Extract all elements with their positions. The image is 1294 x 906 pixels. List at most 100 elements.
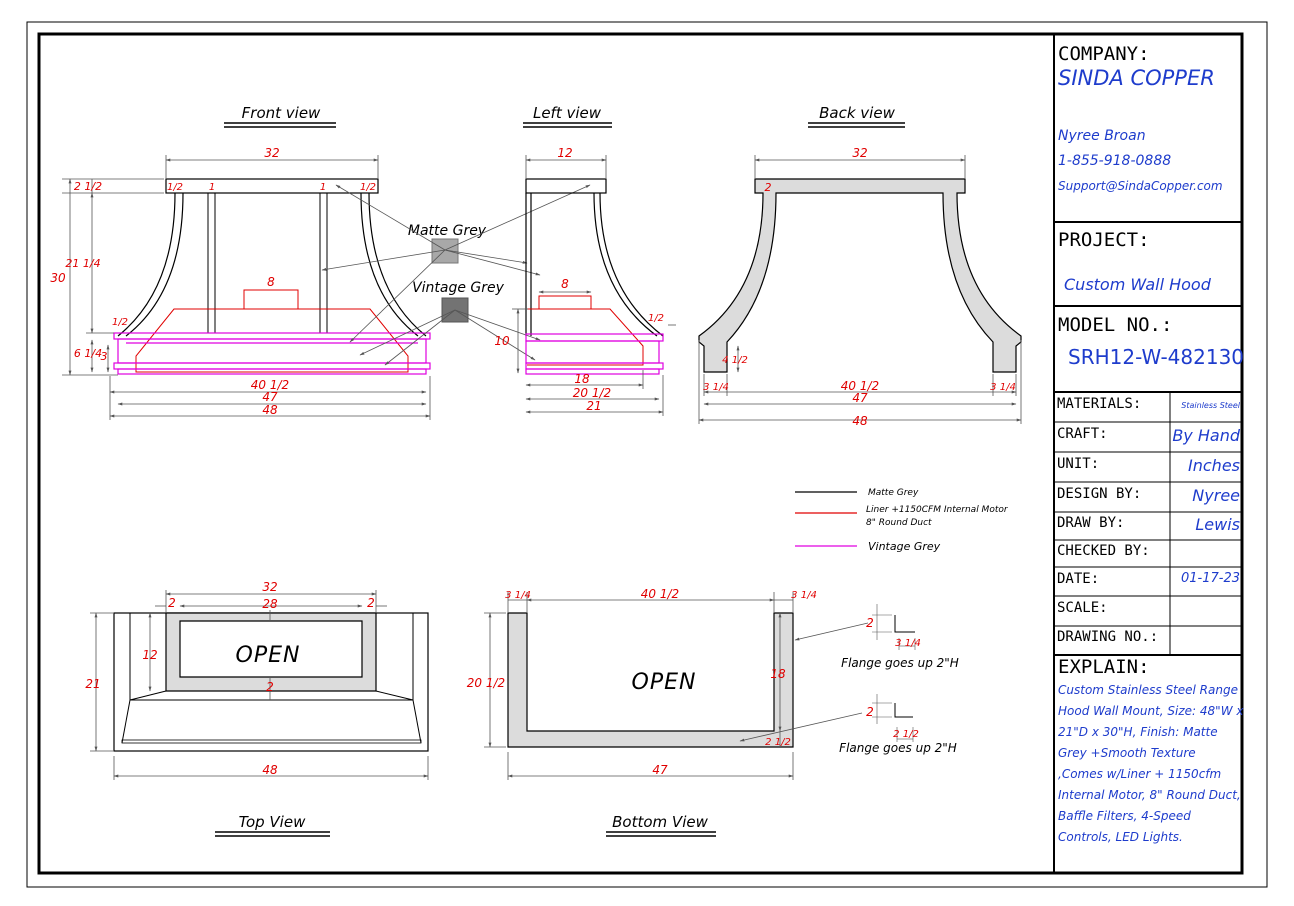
front-view: Front view: [50, 104, 431, 420]
project-label: PROJECT:: [1058, 229, 1150, 251]
svg-text:3 1/4: 3 1/4: [990, 382, 1016, 393]
line-legend: Matte Grey Liner +1150CFM Internal Motor…: [795, 488, 1009, 553]
title-block-grid: [1054, 221, 1242, 656]
svg-text:3 1/4: 3 1/4: [703, 382, 729, 393]
svg-text:32: 32: [264, 146, 279, 160]
svg-text:40 1/2: 40 1/2: [251, 378, 289, 392]
flange-note-1: Flange goes up 2"H: [841, 656, 959, 670]
svg-text:20 1/2: 20 1/2: [573, 386, 611, 400]
tb-row-value: Lewis: [1195, 515, 1240, 534]
svg-text:3: 3: [101, 350, 108, 363]
tb-row-label: CRAFT:: [1057, 426, 1108, 442]
top-view: OPEN 32 28 2 2 12 2 21 48 Top View: [85, 580, 429, 837]
phone: 1-855-918-0888: [1058, 153, 1172, 169]
tb-row-label: DESIGN BY:: [1057, 486, 1142, 502]
svg-text:2: 2: [168, 596, 176, 610]
svg-text:18: 18: [574, 372, 590, 386]
inner-border: [37, 32, 1244, 875]
project-name: Custom Wall Hood: [1064, 275, 1211, 294]
svg-text:2: 2: [866, 616, 874, 630]
svg-text:1/2: 1/2: [167, 182, 183, 193]
back-view: Back view 32 2 4 1/2 3 1/4 3 1/4 40 1/2 …: [698, 104, 1022, 428]
tb-row-label: SCALE:: [1057, 600, 1108, 616]
tb-row-label: MATERIALS:: [1057, 396, 1142, 412]
model-label: MODEL NO.:: [1058, 314, 1173, 336]
tb-row-label: DATE:: [1057, 571, 1100, 587]
svg-text:40 1/2: 40 1/2: [841, 379, 879, 393]
email: Support@SindaCopper.com: [1058, 179, 1223, 193]
tb-row-value: 01-17-23: [1180, 571, 1240, 586]
svg-text:1/2: 1/2: [112, 317, 128, 328]
svg-text:2 1/2: 2 1/2: [893, 729, 919, 740]
model-number: SRH12-W-482130: [1068, 345, 1245, 369]
svg-text:1: 1: [320, 182, 326, 193]
tb-row-value: Inches: [1188, 456, 1240, 475]
svg-text:47: 47: [262, 390, 278, 404]
contact-name: Nyree Broan: [1058, 128, 1146, 144]
matte-grey-label: Matte Grey: [408, 223, 487, 239]
left-view-title: Left view: [533, 104, 602, 122]
svg-text:1: 1: [209, 182, 215, 193]
svg-text:2: 2: [866, 705, 874, 719]
legend-vintage: Vintage Grey: [868, 540, 941, 553]
svg-text:48: 48: [262, 403, 278, 417]
top-view-open: OPEN: [236, 643, 301, 668]
svg-text:32: 32: [852, 146, 867, 160]
svg-text:20 1/2: 20 1/2: [467, 676, 505, 690]
tb-row-label: DRAW BY:: [1057, 515, 1125, 531]
svg-text:21: 21: [85, 677, 100, 691]
legend-liner-1: Liner +1150CFM Internal Motor: [866, 505, 1009, 515]
legend-matte: Matte Grey: [868, 488, 919, 498]
tb-row-label: UNIT:: [1057, 456, 1100, 472]
svg-text:30: 30: [50, 271, 66, 285]
svg-text:4 1/2: 4 1/2: [722, 355, 748, 366]
explain-text: Custom Stainless Steel Range Hood Wall M…: [1058, 683, 1244, 844]
bottom-view-title: Bottom View: [612, 813, 708, 831]
matte-grey-swatch: [431, 238, 459, 264]
tb-row-value: By Hand: [1172, 426, 1240, 445]
flange-details: 2 3 1/4 2 2 1/2 Flange goes up 2"H Flang…: [839, 604, 959, 755]
svg-text:18: 18: [770, 667, 786, 681]
svg-text:6 1/4: 6 1/4: [74, 347, 102, 360]
svg-text:12: 12: [557, 146, 572, 160]
svg-text:21 1/4: 21 1/4: [65, 257, 100, 270]
svg-text:47: 47: [852, 391, 868, 405]
left-view: Left view 12 8: [494, 104, 676, 416]
svg-text:2: 2: [266, 680, 274, 694]
svg-text:3 1/4: 3 1/4: [895, 638, 921, 649]
legend-liner-2: 8" Round Duct: [866, 518, 932, 528]
company-name: SINDA COPPER: [1058, 66, 1215, 90]
tb-row-label: CHECKED BY:: [1057, 543, 1150, 559]
svg-text:2: 2: [367, 596, 375, 610]
svg-text:2 1/2: 2 1/2: [765, 737, 791, 748]
svg-text:10: 10: [494, 334, 510, 348]
svg-text:2: 2: [765, 181, 772, 194]
vintage-grey-label: Vintage Grey: [412, 280, 505, 296]
svg-text:8: 8: [267, 275, 275, 289]
svg-text:47: 47: [652, 763, 668, 777]
outer-border: [26, 21, 1268, 888]
tb-row-label: DRAWING NO.:: [1057, 629, 1159, 645]
flange-note-2: Flange goes up 2"H: [839, 741, 957, 755]
svg-text:48: 48: [262, 763, 278, 777]
svg-text:40 1/2: 40 1/2: [641, 587, 679, 601]
svg-text:2 1/2: 2 1/2: [74, 180, 102, 193]
svg-text:32: 32: [262, 580, 277, 594]
tb-row-value: Stainless Steel: [1181, 401, 1240, 410]
svg-text:3 1/4: 3 1/4: [791, 590, 817, 601]
svg-text:21: 21: [586, 399, 601, 413]
bottom-view: OPEN 3 1/4 40 1/2 3 1/4 20 1/2 18 2 1/2 …: [467, 587, 869, 837]
svg-text:3 1/4: 3 1/4: [505, 590, 531, 601]
front-view-title: Front view: [242, 104, 321, 122]
svg-text:48: 48: [852, 414, 868, 428]
company-label: COMPANY:: [1058, 43, 1150, 65]
finish-samples: Matte Grey Vintage Grey: [321, 184, 591, 366]
bottom-view-open: OPEN: [632, 670, 697, 695]
tb-row-value: Nyree: [1192, 486, 1240, 505]
back-view-title: Back view: [819, 104, 895, 122]
svg-text:28: 28: [262, 597, 278, 611]
top-view-title: Top View: [239, 813, 306, 831]
svg-text:1/2: 1/2: [648, 313, 664, 324]
